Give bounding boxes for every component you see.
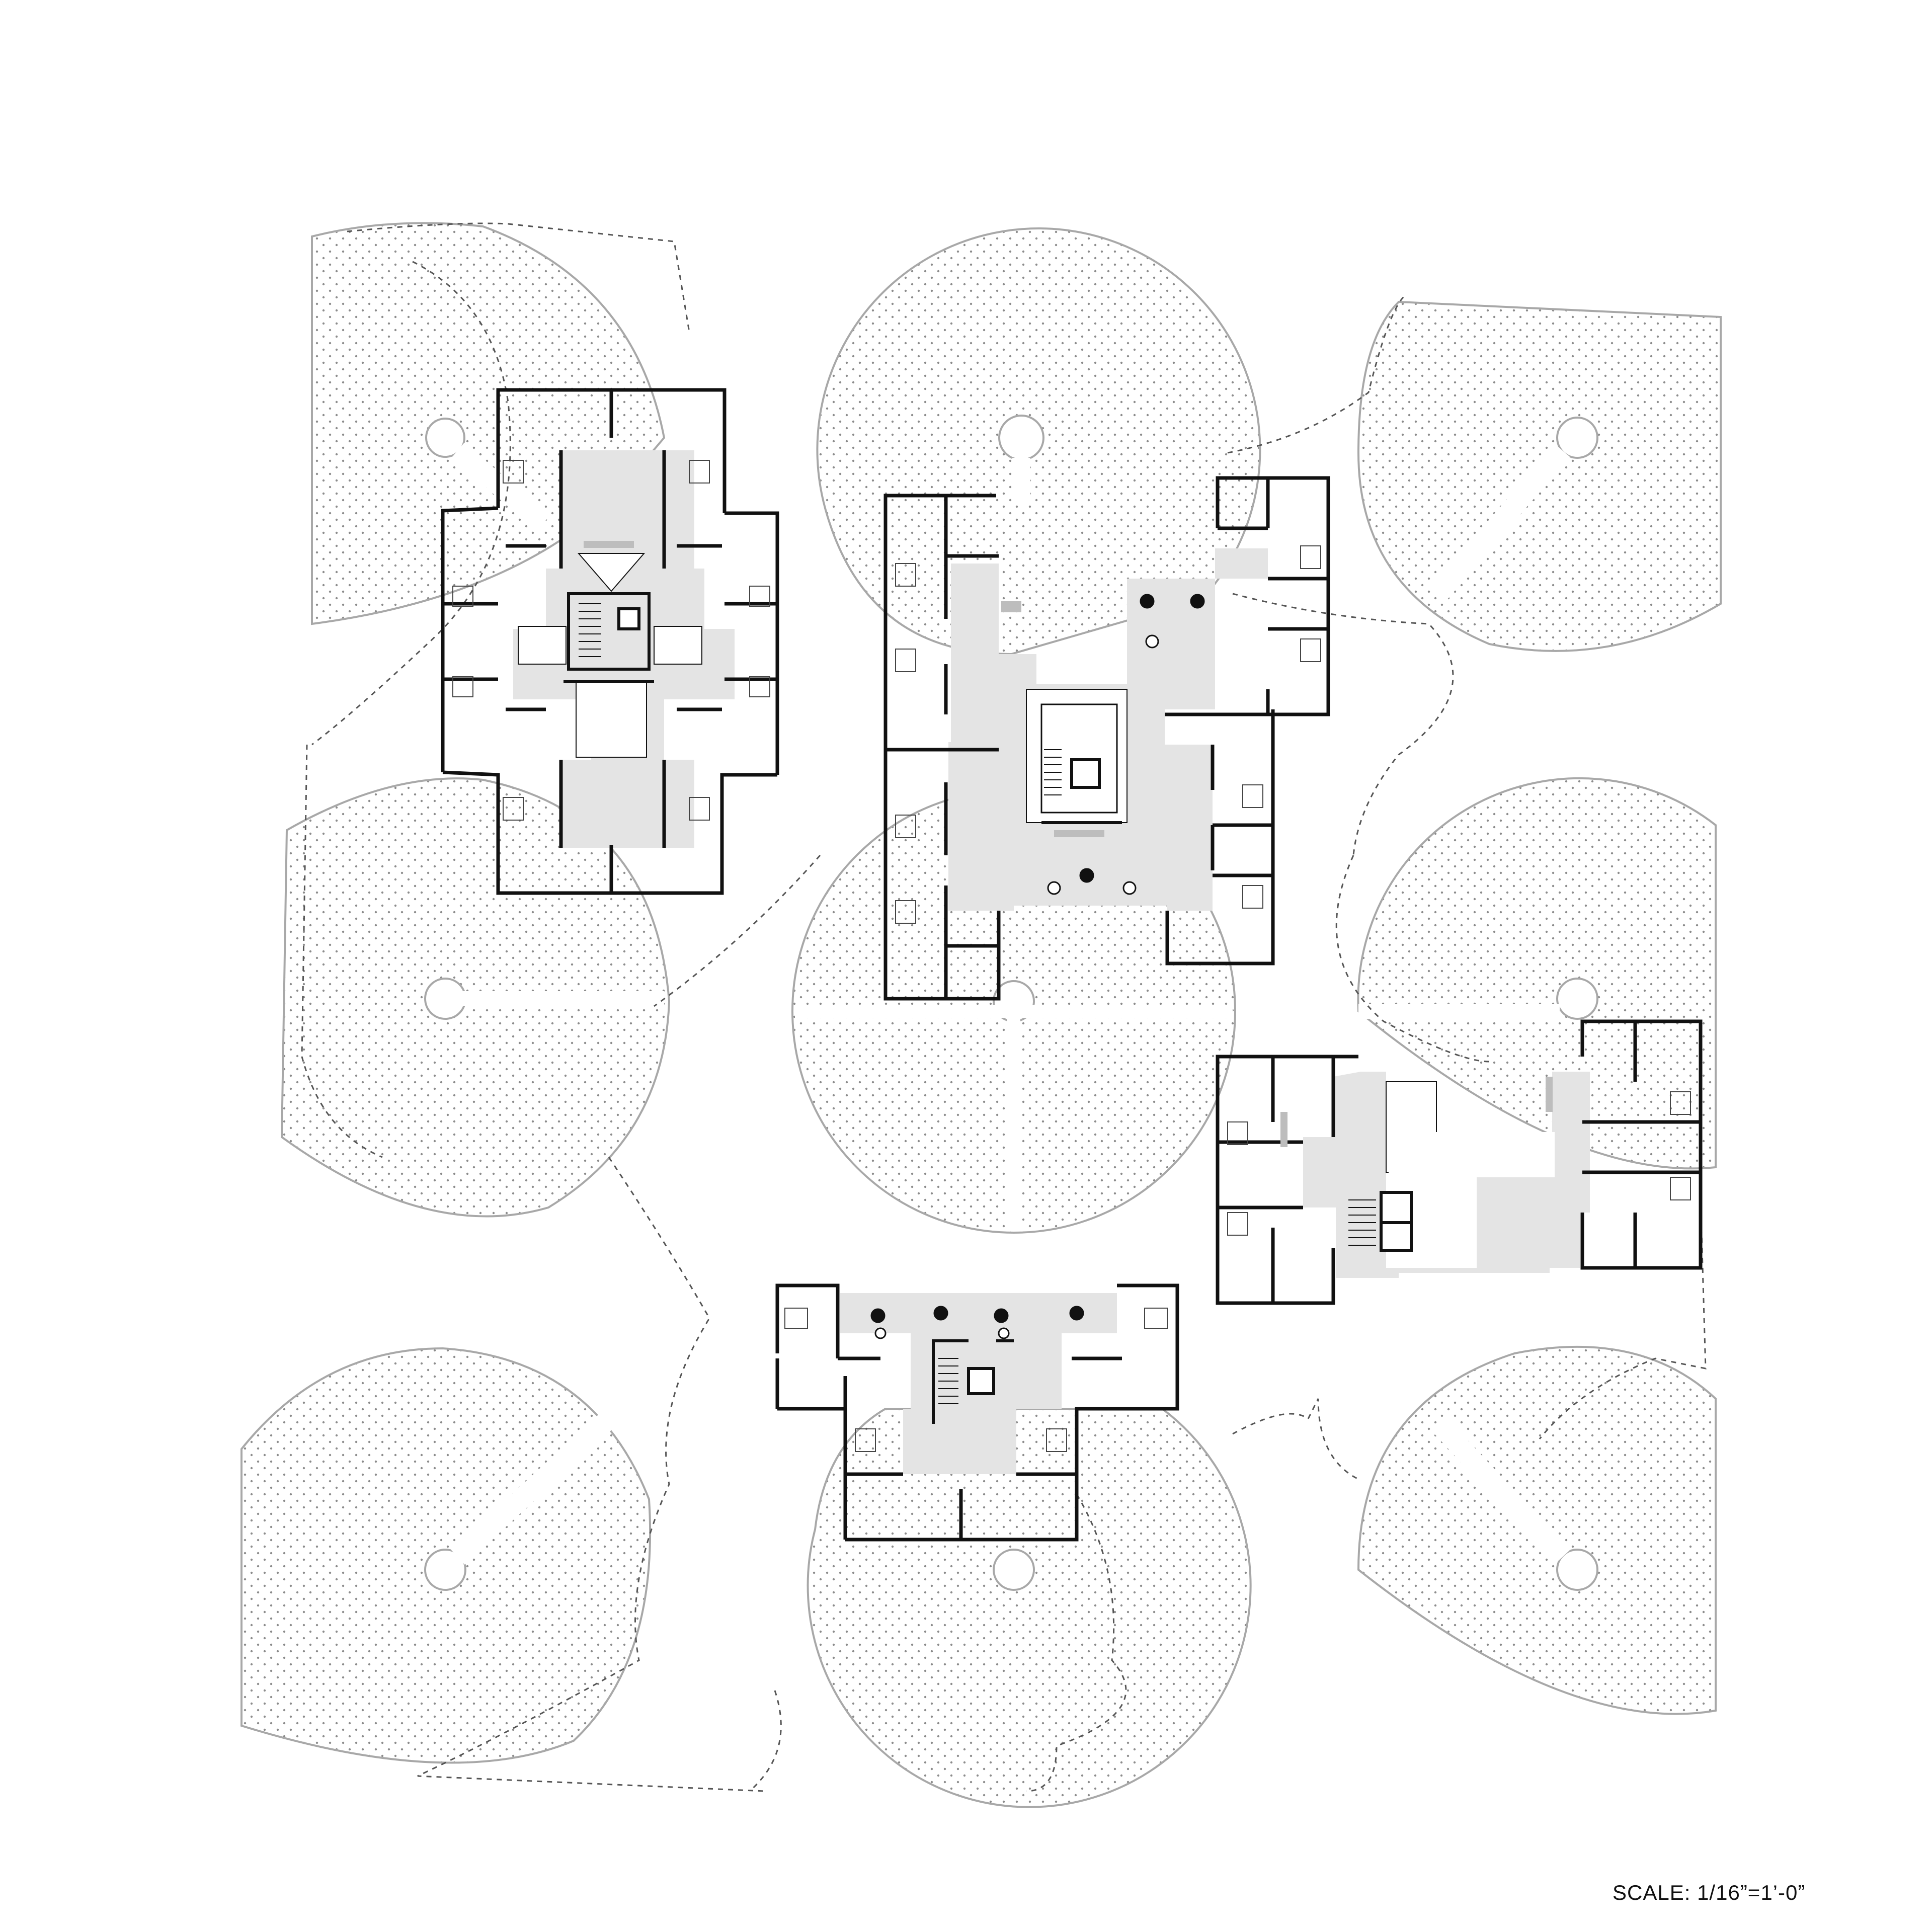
building-c-circulation: [1303, 1072, 1590, 1278]
building-b-lounge-furniture: [1047, 594, 1205, 895]
building-a-core: [564, 592, 654, 683]
building-d-fixtures: [784, 1308, 1168, 1452]
garden-plot-2: [816, 227, 1261, 656]
building-c: [1216, 1019, 1703, 1305]
building-a-circulation: [513, 450, 735, 848]
garden-plot-8: [807, 1408, 1252, 1808]
building-d-walls: [775, 1283, 1179, 1542]
building-a-walls: [441, 388, 779, 895]
building-d-lounge-furniture: [870, 1306, 1084, 1339]
building-b-walls: [883, 476, 1330, 1001]
building-a: [441, 388, 779, 895]
garden-plot-7: [240, 1347, 652, 1764]
building-d-core: [932, 1339, 1014, 1424]
site-paths: [301, 222, 1707, 1792]
building-c-core: [1348, 1191, 1413, 1252]
building-d: [775, 1283, 1179, 1542]
building-b-fixtures: [895, 545, 1321, 924]
building-a-fixtures: [452, 460, 770, 821]
garden-plot-9: [1357, 1345, 1717, 1715]
garden-plot-6: [1357, 777, 1717, 1170]
building-b-core: [1041, 749, 1122, 824]
building-c-walls: [1216, 1019, 1703, 1305]
building-b: [883, 476, 1330, 1001]
drawing-scale-label: SCALE: 1/16”=1’-0”: [1613, 1881, 1806, 1904]
garden-plot-3: [1357, 300, 1722, 652]
building-c-fixtures: [1227, 1091, 1691, 1236]
garden-plots: [240, 222, 1722, 1808]
garden-plot-4: [280, 777, 671, 1218]
